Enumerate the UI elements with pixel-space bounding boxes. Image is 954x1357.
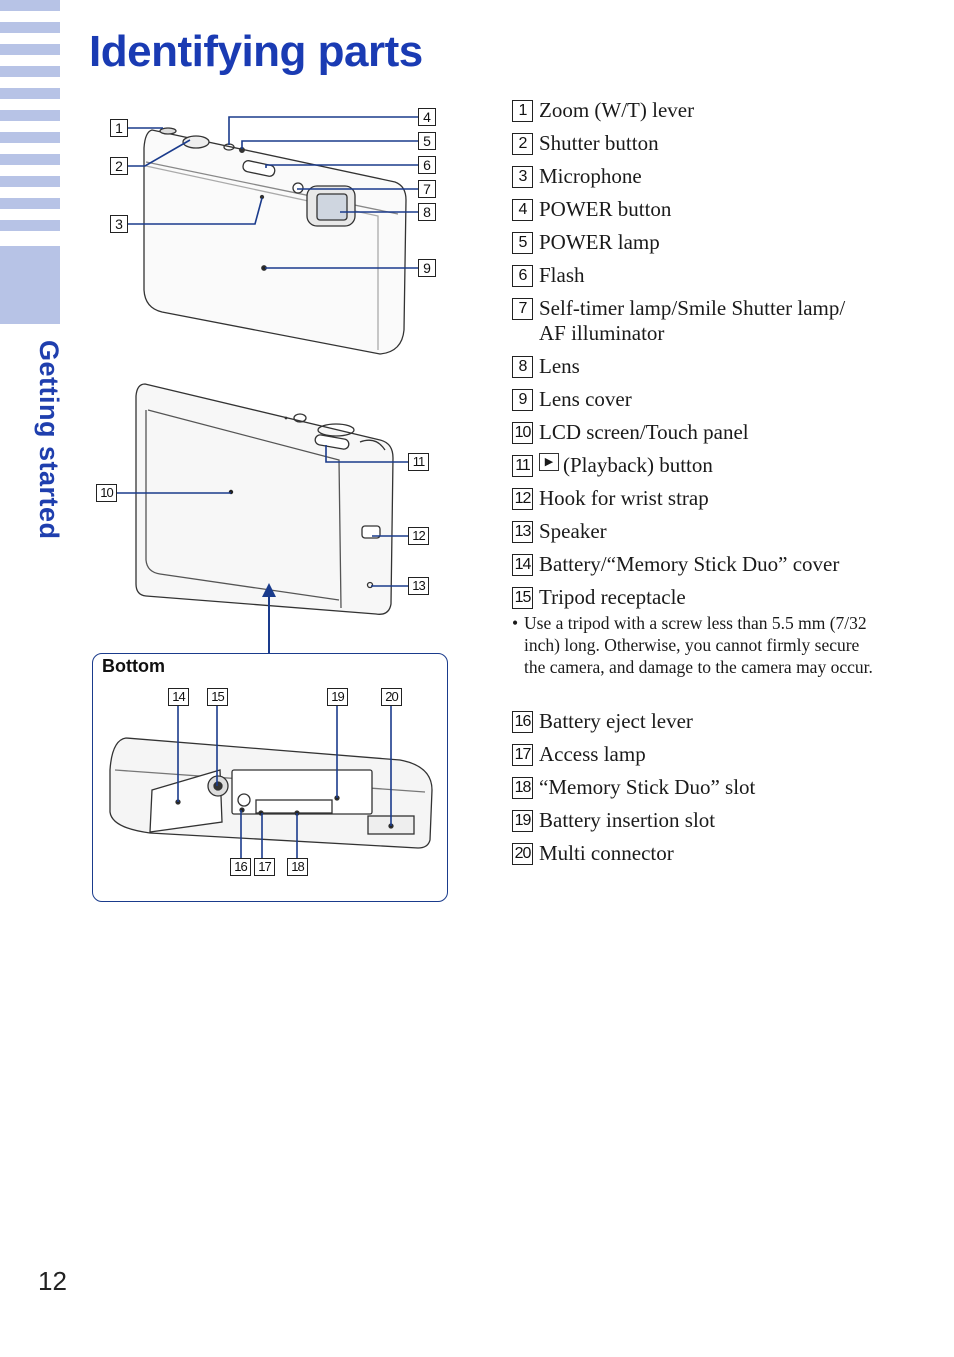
item-number: 3 bbox=[512, 166, 533, 188]
item-number: 5 bbox=[512, 232, 533, 254]
list-item: 13 Speaker bbox=[512, 519, 607, 544]
callout-leader-lines bbox=[116, 116, 418, 858]
item-number: 13 bbox=[512, 521, 533, 543]
list-item: 15 Tripod receptacle bbox=[512, 585, 686, 610]
callout-10: 10 bbox=[96, 484, 117, 502]
item-label: Tripod receptacle bbox=[539, 585, 686, 609]
list-item: 14 Battery/“Memory Stick Duo” cover bbox=[512, 552, 839, 577]
list-item: 20 Multi connector bbox=[512, 841, 674, 866]
list-item: 9 Lens cover bbox=[512, 387, 632, 412]
list-item: 12 Hook for wrist strap bbox=[512, 486, 709, 511]
camera-diagram bbox=[109, 116, 433, 858]
item-number: 1 bbox=[512, 100, 533, 122]
callout-18: 18 bbox=[287, 858, 308, 876]
list-item: 19 Battery insertion slot bbox=[512, 808, 715, 833]
item-label: Access lamp bbox=[539, 742, 646, 766]
item-label: Multi connector bbox=[539, 841, 674, 865]
item-label: (Playback) button bbox=[563, 453, 713, 477]
item-label: Self-timer lamp/Smile Shutter lamp/ bbox=[539, 296, 846, 320]
list-item: 2 Shutter button bbox=[512, 131, 659, 156]
item-label: Shutter button bbox=[539, 131, 659, 155]
camera-bottom-view bbox=[109, 737, 433, 849]
list-item: 8 Lens bbox=[512, 354, 580, 379]
callout-5: 5 bbox=[418, 132, 436, 150]
list-item: 6 Flash bbox=[512, 263, 585, 288]
item-label: Hook for wrist strap bbox=[539, 486, 709, 510]
item-label: Battery eject lever bbox=[539, 709, 693, 733]
callout-3: 3 bbox=[110, 215, 128, 233]
note-text: Use a tripod with a screw less than 5.5 … bbox=[524, 613, 873, 677]
page-title: Identifying parts bbox=[89, 27, 423, 76]
item-number: 11 bbox=[512, 455, 533, 477]
section-tab-block bbox=[0, 246, 60, 324]
item-number: 4 bbox=[512, 199, 533, 221]
tripod-note: • Use a tripod with a screw less than 5.… bbox=[512, 612, 882, 678]
item-number: 2 bbox=[512, 133, 533, 155]
callout-17: 17 bbox=[254, 858, 275, 876]
callout-11: 11 bbox=[408, 453, 429, 471]
item-label-line2: AF illuminator bbox=[539, 321, 665, 345]
list-item: 17 Access lamp bbox=[512, 742, 646, 767]
item-label: POWER lamp bbox=[539, 230, 660, 254]
item-label: Flash bbox=[539, 263, 585, 287]
list-item: 18 “Memory Stick Duo” slot bbox=[512, 775, 755, 800]
item-label: “Memory Stick Duo” slot bbox=[539, 775, 756, 799]
item-label: POWER button bbox=[539, 197, 672, 221]
list-item: 5 POWER lamp bbox=[512, 230, 660, 255]
item-label: Battery insertion slot bbox=[539, 808, 716, 832]
item-label: Battery/“Memory Stick Duo” cover bbox=[539, 552, 840, 576]
list-item: 10 LCD screen/Touch panel bbox=[512, 420, 749, 445]
list-item: 4 POWER button bbox=[512, 197, 671, 222]
item-number: 16 bbox=[512, 711, 533, 733]
item-label: Zoom (W/T) lever bbox=[539, 98, 695, 122]
item-number: 17 bbox=[512, 744, 533, 766]
item-number: 7 bbox=[512, 298, 533, 320]
camera-back-view bbox=[135, 383, 394, 615]
item-label: Microphone bbox=[539, 164, 642, 188]
callout-9: 9 bbox=[418, 259, 436, 277]
note-bullet: • bbox=[512, 613, 519, 633]
bottom-view-arrow bbox=[262, 583, 276, 653]
item-number: 18 bbox=[512, 777, 533, 799]
list-item: 3 Microphone bbox=[512, 164, 642, 189]
item-number: 10 bbox=[512, 422, 533, 444]
list-item: 7 Self-timer lamp/Smile Shutter lamp/ AF… bbox=[512, 296, 845, 346]
item-label: LCD screen/Touch panel bbox=[539, 420, 749, 444]
callout-20: 20 bbox=[381, 688, 402, 706]
callout-7: 7 bbox=[418, 180, 436, 198]
callout-16: 16 bbox=[230, 858, 251, 876]
callout-14: 14 bbox=[168, 688, 189, 706]
camera-front-view bbox=[143, 127, 407, 355]
callout-6: 6 bbox=[418, 156, 436, 174]
list-item: 16 Battery eject lever bbox=[512, 709, 693, 734]
callout-19: 19 bbox=[327, 688, 348, 706]
item-label: Lens bbox=[539, 354, 580, 378]
item-number: 6 bbox=[512, 265, 533, 287]
item-label: Lens cover bbox=[539, 387, 632, 411]
item-number: 12 bbox=[512, 488, 533, 510]
callout-15: 15 bbox=[207, 688, 228, 706]
callout-13: 13 bbox=[408, 577, 429, 595]
list-item: 1 Zoom (W/T) lever bbox=[512, 98, 694, 123]
section-tab-getting-started[interactable]: Getting started bbox=[34, 340, 64, 540]
callout-2: 2 bbox=[110, 157, 128, 175]
callout-8: 8 bbox=[418, 203, 436, 221]
callout-12: 12 bbox=[408, 527, 429, 545]
list-item: 11 ▶ (Playback) button bbox=[512, 453, 713, 478]
item-number: 8 bbox=[512, 356, 533, 378]
bottom-view-label: Bottom bbox=[102, 656, 165, 676]
item-number: 9 bbox=[512, 389, 533, 411]
playback-icon: ▶ bbox=[539, 453, 559, 471]
item-number: 15 bbox=[512, 587, 533, 609]
item-label: Speaker bbox=[539, 519, 607, 543]
item-number: 19 bbox=[512, 810, 533, 832]
callout-4: 4 bbox=[418, 108, 436, 126]
item-number: 14 bbox=[512, 554, 533, 576]
item-number: 20 bbox=[512, 843, 533, 865]
callout-1: 1 bbox=[110, 119, 128, 137]
page-number: 12 bbox=[38, 1266, 67, 1296]
bottom-view-frame bbox=[92, 653, 448, 902]
